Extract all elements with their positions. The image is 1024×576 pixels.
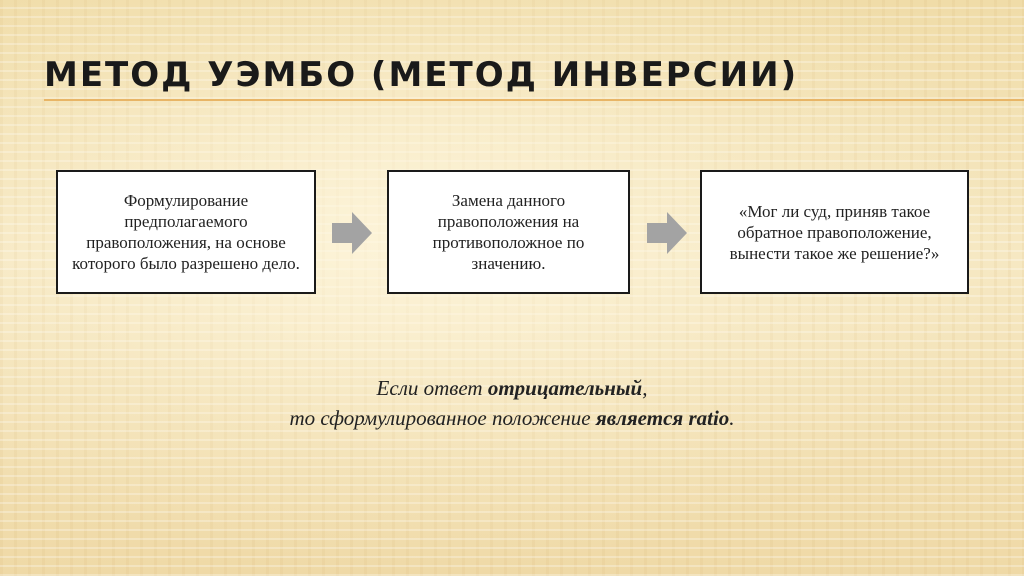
conclusion-line-1: Если ответ отрицательный, (0, 373, 1024, 403)
conclusion-text-part: Если ответ (376, 376, 488, 400)
slide-title: МЕТОД УЭМБО (МЕТОД ИНВЕРСИИ) (44, 55, 799, 95)
step-box-formulation: Формулирование предполагаемого правополо… (56, 170, 316, 294)
conclusion-text-part: , (642, 376, 648, 400)
conclusion-line-2: то сформулированное положение является r… (0, 403, 1024, 433)
arrow-right-icon (647, 212, 687, 254)
step-text: Замена данного правоположения на противо… (432, 191, 585, 273)
step-text: «Мог ли суд, приняв такое обратное право… (729, 201, 940, 263)
step-box-replacement: Замена данного правоположения на противо… (387, 170, 630, 294)
conclusion-emphasis: отрицательный (487, 376, 643, 400)
title-underline (44, 99, 1024, 101)
arrow-right-icon (332, 212, 372, 254)
conclusion-text-part: . (729, 406, 735, 430)
conclusion-text: Если ответ отрицательный, то сформулиров… (0, 373, 1024, 433)
step-box-question: «Мог ли суд, приняв такое обратное право… (700, 170, 969, 294)
conclusion-emphasis: является ratio (595, 406, 730, 430)
conclusion-text-part: то сформулированное положение (289, 406, 596, 430)
step-text: Формулирование предполагаемого правополо… (72, 191, 300, 273)
